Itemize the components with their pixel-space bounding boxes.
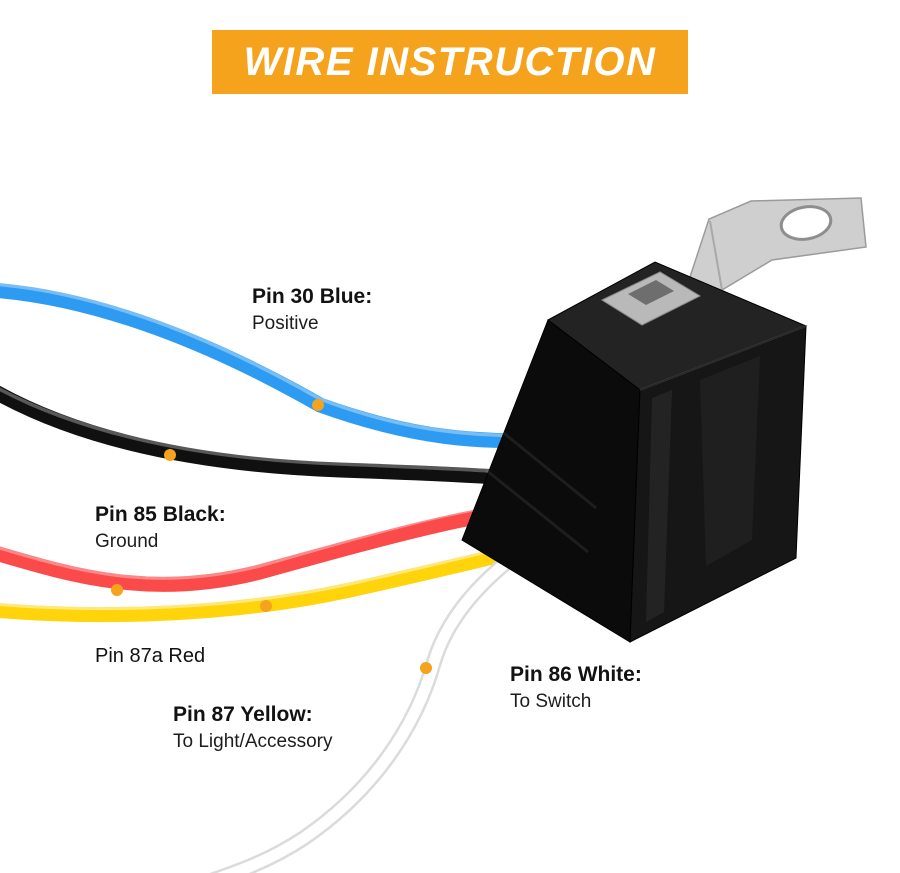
leader-dot-pin86 [420,662,432,674]
relay-front-sheen [646,390,672,622]
relay-socket-ridge-2 [485,468,589,554]
leader-dot-pin30 [312,399,324,411]
label-pin85-subtitle: Ground [95,531,159,553]
leader-dot-pin87a [111,584,123,596]
relay-front-face [629,325,807,643]
label-pin87-title: Pin 87 Yellow: [173,703,313,726]
relay-front-sheen-2 [700,356,760,566]
mounting-hole [779,205,833,241]
relay-top-clip-slot [628,280,674,305]
label-pin86: Pin 86 White: To Switch [510,662,642,713]
label-pin87-subtitle: To Light/Accessory [173,731,333,753]
label-pin30: Pin 30 Blue: Positive [252,284,372,335]
wire-blue-highlight [0,282,520,438]
leader-dot-pin87 [260,600,272,612]
mounting-tab [689,197,867,294]
label-pin86-subtitle: To Switch [510,691,592,713]
wire-red-highlight [0,500,540,580]
relay-edge-highlight [639,325,807,391]
relay-socket-ridge-1 [499,428,597,510]
label-pin87a: Pin 87a Red [95,645,205,668]
mounting-tab-bend [709,220,723,291]
wire-white [217,520,562,873]
label-pin85-title: Pin 85 Black: [95,503,226,526]
label-pin30-title: Pin 30 Blue: [252,285,373,308]
label-pin30-subtitle: Positive [252,313,319,335]
wire-black-highlight [0,387,527,475]
leader-dot-pin85 [164,449,176,461]
title-banner: WIRE INSTRUCTION [212,30,688,94]
wire-blue [0,283,553,449]
label-pin87: Pin 87 Yellow: To Light/Accessory [173,702,332,753]
label-pin86-title: Pin 86 White: [510,663,642,686]
label-pin85: Pin 85 Black: Ground [95,502,226,553]
label-pin87a-title: Pin 87a Red [95,645,206,667]
page-title: WIRE INSTRUCTION [243,39,657,84]
